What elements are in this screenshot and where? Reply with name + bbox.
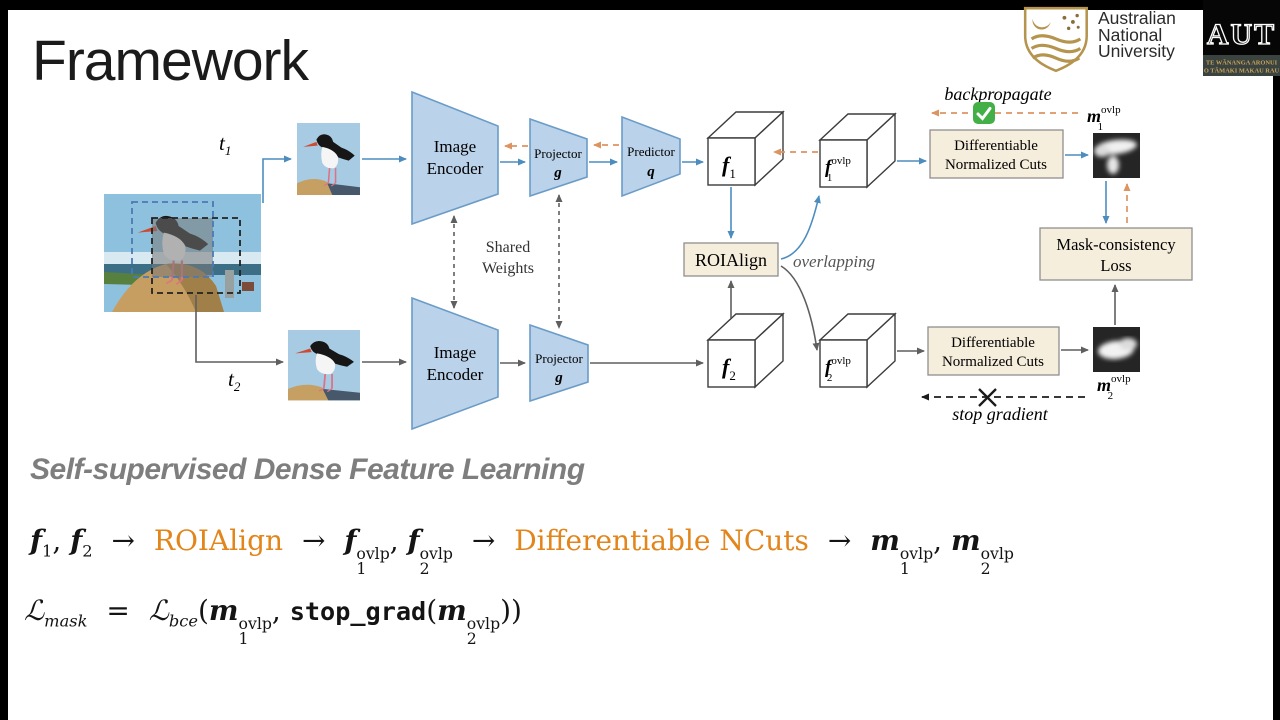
svg-text:Encoder: Encoder: [427, 365, 484, 384]
letterbox-right: [1273, 0, 1280, 720]
image-encoder-top: Image Encoder: [411, 90, 499, 226]
stop-gradient-label: stop gradient: [952, 404, 1049, 424]
anu-wordmark-line: Australian: [1098, 8, 1176, 28]
mask-consistency-loss-box: Mask-consistency Loss: [1039, 227, 1193, 281]
cross-icon: [978, 388, 997, 407]
augmented-view-1-image: [297, 123, 360, 195]
projector-top: Projector g: [529, 117, 588, 198]
arrow-glyph: →: [471, 524, 496, 557]
shared-weights-arrows: [450, 194, 563, 329]
svg-text:Normalized Cuts: Normalized Cuts: [945, 157, 1047, 173]
svg-text:Normalized Cuts: Normalized Cuts: [942, 354, 1044, 370]
svg-text:q: q: [647, 164, 655, 180]
overlap-region: [152, 218, 213, 277]
svg-text:ROIAlign: ROIAlign: [695, 250, 767, 270]
image-encoder-bottom: Image Encoder: [411, 296, 499, 431]
anu-wordmark: Australian National University: [1098, 10, 1176, 60]
backpropagate-label: backpropagate: [944, 84, 1051, 104]
aut-subtext-line1: TE WĀNANGA ARONUI: [1206, 60, 1278, 67]
aut-logo: AUT TE WĀNANGA ARONUI O TĀMAKI MAKAU RAU: [1203, 0, 1280, 76]
m1-mask-image: [1093, 133, 1140, 178]
anu-logo: Australian National University: [1022, 6, 1202, 76]
dnc-bottom-box: Differentiable Normalized Cuts: [927, 326, 1060, 376]
svg-text:Differentiable: Differentiable: [954, 138, 1038, 154]
svg-text:Predictor: Predictor: [627, 144, 675, 159]
crop-box-2: [151, 217, 241, 294]
f1-cube: [706, 110, 785, 187]
f1-ovlp-cube: [818, 112, 897, 189]
t1-arrow: [262, 155, 292, 203]
aut-wordmark: AUT: [1207, 18, 1276, 51]
anu-wordmark-line: National: [1098, 24, 1163, 45]
roialign-box: ROIAlign: [683, 242, 779, 277]
svg-text:Image: Image: [434, 137, 476, 156]
eq-roialign: ROIAlign: [153, 524, 284, 557]
letterbox-left: [0, 0, 8, 720]
source-image: [104, 194, 261, 312]
svg-text:Differentiable: Differentiable: [951, 335, 1035, 351]
t1-label: t1: [219, 131, 231, 158]
eq-f1-ovlp: f: [344, 524, 357, 557]
bce-loss-symbol: ℒ: [148, 594, 169, 627]
t2-label: t2: [228, 367, 241, 394]
t2-arrow: [195, 295, 284, 366]
svg-text:g: g: [554, 370, 563, 386]
loss-symbol: ℒ: [24, 594, 45, 627]
shared-weights-label: Shared: [486, 239, 530, 256]
top-path-arrows: [362, 151, 1110, 260]
page-title: Framework: [32, 29, 309, 93]
m2-mask-image: [1093, 327, 1140, 372]
svg-text:Projector: Projector: [535, 351, 583, 366]
eq-f2-ovlp: f: [407, 524, 420, 557]
augmented-view-2-image: [288, 330, 360, 400]
aut-subtext-line2: O TĀMAKI MAKAU RAU: [1204, 68, 1280, 75]
eq-m1-ovlp: m: [870, 524, 900, 557]
svg-text:Mask-consistency: Mask-consistency: [1056, 235, 1176, 254]
anu-shield-icon: [1023, 6, 1088, 73]
overlapping-label: overlapping: [793, 252, 875, 271]
dnc-top-box: Differentiable Normalized Cuts: [929, 129, 1064, 179]
anu-wordmark-line: University: [1098, 41, 1175, 61]
eq-ncuts: Differentiable NCuts: [514, 524, 809, 557]
shared-weights-label2: Weights: [482, 260, 534, 277]
projector-bottom: Projector g: [529, 323, 589, 403]
svg-text:Projector: Projector: [534, 146, 582, 161]
svg-text:g: g: [553, 165, 562, 181]
bottom-path-arrows: [362, 265, 1119, 367]
stop-grad-token: stop_grad: [289, 597, 427, 626]
eq-f1: f: [30, 524, 43, 557]
svg-text:Encoder: Encoder: [427, 159, 484, 178]
f2-ovlp-cube: [818, 312, 897, 389]
crop-box-1: [131, 201, 214, 278]
section-caption: Self-supervised Dense Feature Learning: [30, 453, 585, 486]
arrow-glyph: →: [301, 524, 326, 557]
arrow-glyph: →: [827, 524, 852, 557]
f2-label: f2: [722, 354, 736, 383]
predictor: Predictor q: [621, 115, 681, 198]
svg-text:Image: Image: [434, 343, 476, 362]
svg-text:Loss: Loss: [1100, 256, 1131, 275]
eq-m2-ovlp: m: [950, 524, 981, 557]
letterbox-top: [0, 0, 1280, 10]
arrow-glyph: →: [111, 524, 135, 557]
f1-label: f1: [722, 152, 736, 181]
check-icon: [973, 102, 995, 124]
f2-cube: [706, 312, 785, 389]
backprop-arrows: [504, 109, 1131, 223]
eq-f2: f: [70, 524, 83, 557]
